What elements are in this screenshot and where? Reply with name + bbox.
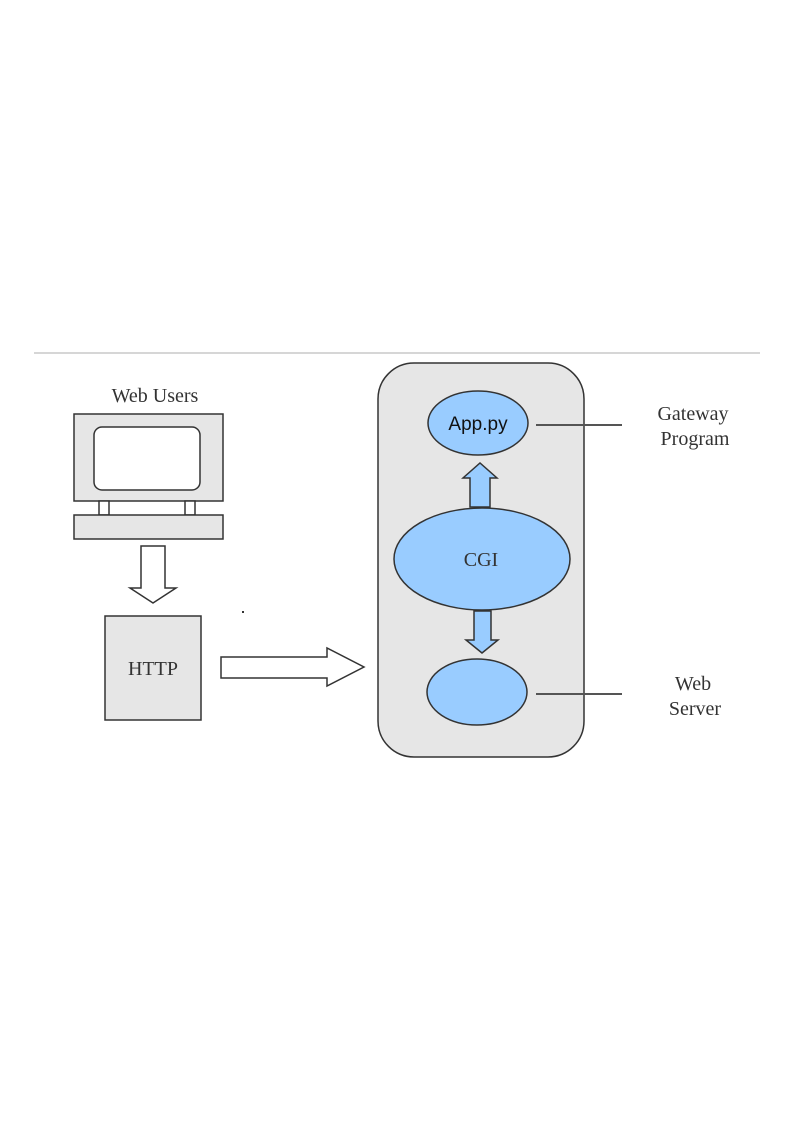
arrow-right-icon: [220, 646, 366, 688]
web-server-node: [426, 658, 528, 726]
http-box: [104, 615, 202, 721]
web-server-label-line2: Server: [669, 698, 722, 720]
app-py-label: App.py: [448, 414, 508, 435]
web-users-label: Web Users: [112, 385, 199, 407]
cgi-label: CGI: [464, 549, 498, 571]
cgi-node: [393, 507, 571, 611]
computer-icon: [73, 413, 224, 540]
gateway-program-label-line1: Gateway: [657, 403, 728, 425]
gateway-program-label-line2: Program: [661, 428, 730, 450]
stray-dot: [242, 611, 244, 613]
app-py-node: [427, 390, 529, 456]
arrow-up-icon: [461, 461, 499, 508]
arrow-down-icon: [127, 545, 179, 604]
http-label: HTTP: [128, 658, 178, 680]
web-server-label-line1: Web: [675, 673, 711, 695]
arrow-down-icon: [463, 610, 501, 654]
